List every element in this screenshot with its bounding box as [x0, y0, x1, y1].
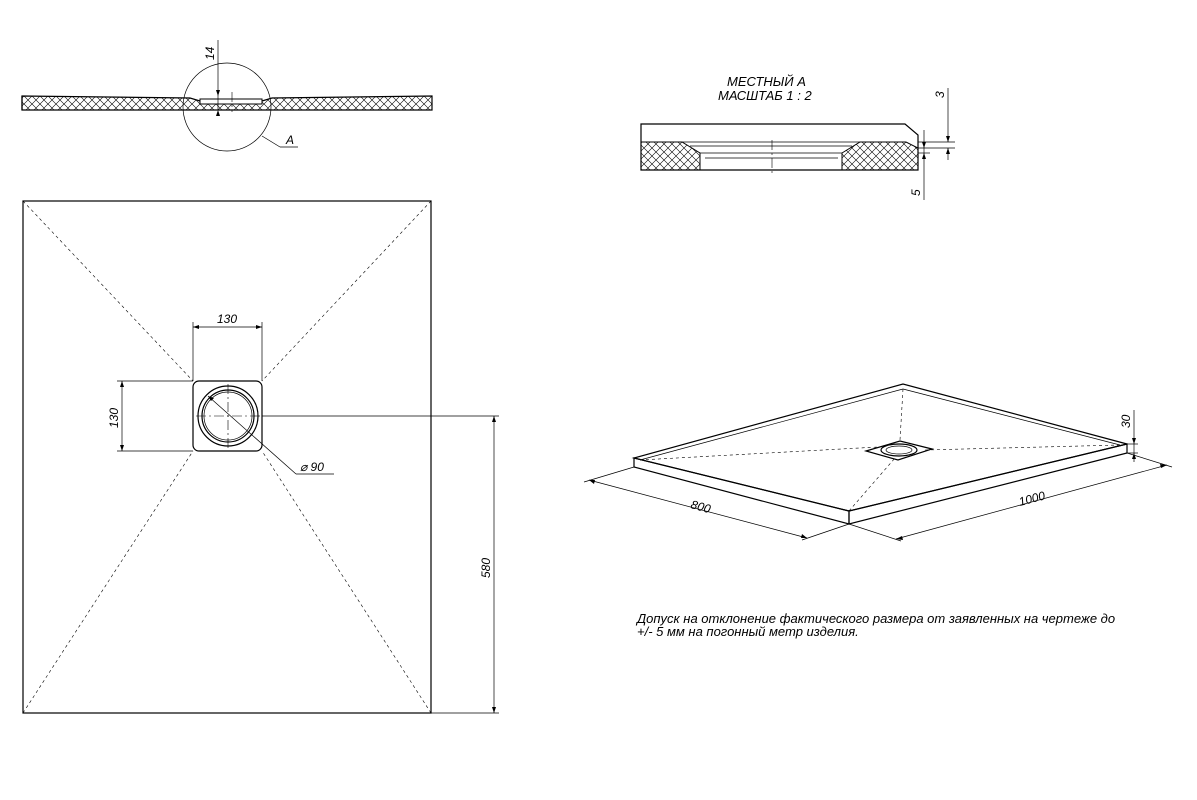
dim-1000-label: 1000: [1017, 488, 1047, 509]
dim-iso-thickness: 30: [1119, 410, 1138, 462]
tolerance-note: Допуск на отклонение фактического размер…: [637, 611, 1116, 639]
callout-a-label: A: [285, 133, 294, 147]
dim-130-height-label: 130: [107, 408, 121, 428]
dim-diameter-label: ⌀ 90: [300, 460, 324, 474]
dim-drain-height: 130: [107, 380, 193, 452]
tray-outline: [22, 200, 432, 714]
detail-view: МЕСТНЫЙ А МАСШТАБ 1 : 2 3 5: [640, 73, 955, 200]
dim-3-label: 3: [933, 91, 947, 98]
dim-drain-offset: 580: [262, 415, 499, 714]
detail-callout-circle: [182, 62, 272, 152]
dim-iso-width: 800: [583, 466, 850, 541]
dim-30-label: 30: [1119, 414, 1133, 428]
dim-5-label: 5: [909, 189, 923, 196]
iso-drain: [863, 440, 935, 461]
dim-800-label: 800: [689, 497, 712, 516]
dim-580-label: 580: [479, 558, 493, 578]
section-drain: [199, 98, 263, 105]
dim-130-width-label: 130: [217, 312, 237, 326]
detail-hatch-right: [841, 141, 919, 171]
dim-iso-length: 1000: [848, 452, 1173, 542]
callout-a: A: [261, 133, 298, 148]
iso-front-right: [848, 443, 1128, 525]
detail-title: МЕСТНЫЙ А МАСШТАБ 1 : 2: [718, 73, 812, 103]
detail-title-line2: МАСШТАБ 1 : 2: [718, 88, 812, 103]
dim-section-height: 14: [203, 40, 220, 116]
dim-drain-diameter: ⌀ 90: [207, 395, 334, 475]
section-view: 14 A: [21, 40, 433, 152]
dim-detail: 3 5: [909, 88, 955, 200]
dim-14-label: 14: [203, 46, 217, 60]
detail-hatch-left: [640, 141, 701, 171]
detail-title-line1: МЕСТНЫЙ А: [727, 73, 806, 89]
isometric-view: 800 1000 30: [583, 383, 1173, 542]
plan-view: 130 130 ⌀ 90 580: [22, 200, 499, 714]
dim-drain-width: 130: [192, 312, 263, 381]
iso-front-left: [633, 457, 850, 525]
iso-top-face: [631, 383, 1128, 512]
